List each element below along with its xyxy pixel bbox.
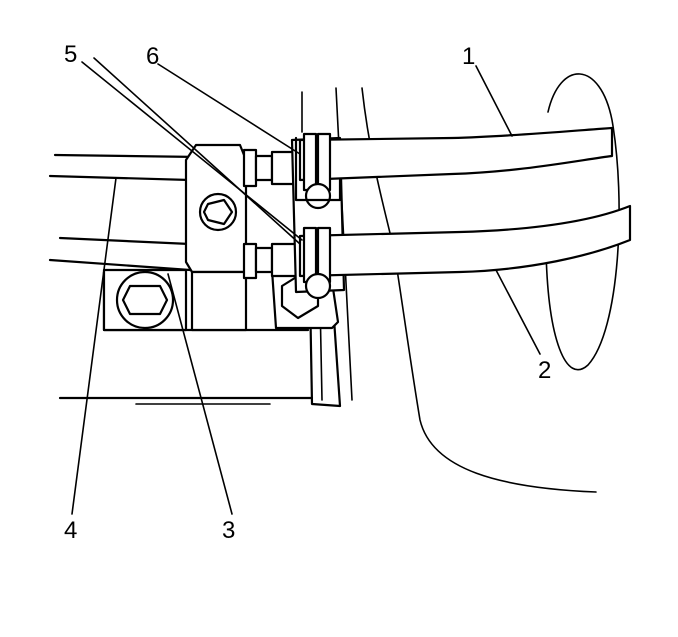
- hose-1: [298, 126, 614, 182]
- callout-3: 3: [222, 517, 235, 544]
- bracket-3: [102, 268, 188, 332]
- radiator-tank: [545, 73, 620, 371]
- callout-2: 2: [538, 357, 551, 384]
- connector-block: [184, 143, 300, 332]
- callout-labels: 1 2 3 4 5 6: [64, 41, 551, 544]
- callout-1: 1: [462, 43, 475, 70]
- callout-6: 6: [146, 43, 159, 70]
- left-pipes: [48, 153, 202, 272]
- leader-lines: [71, 57, 541, 515]
- clamp-6: [294, 132, 342, 210]
- callout-5: 5: [64, 41, 77, 68]
- callout-4: 4: [64, 517, 77, 544]
- bolt-3-icon: [115, 270, 175, 330]
- clamp-5: [302, 226, 332, 300]
- hose-2: [298, 204, 632, 278]
- block-bolt-icon: [198, 192, 238, 232]
